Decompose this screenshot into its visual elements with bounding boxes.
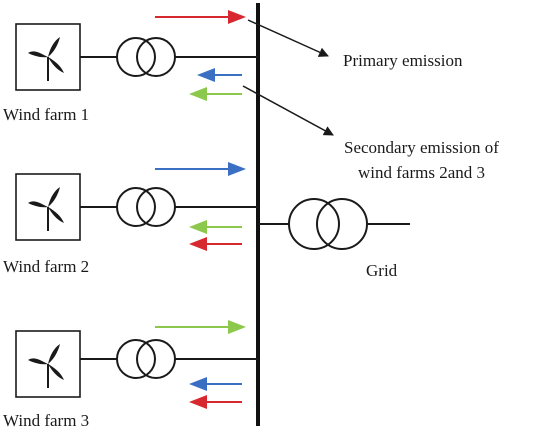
primary-emission-label: Primary emission: [343, 51, 463, 70]
transformer-icon: [116, 37, 176, 77]
wind-farm-2: Wind farm 2: [3, 162, 258, 276]
transformer-icon: [288, 198, 368, 250]
transformer-icon: [116, 339, 176, 379]
secondary-emission-pointer: [242, 85, 334, 136]
wind-turbine-icon: [28, 37, 64, 81]
secondary-emission-label-line2: wind farms 2and 3: [358, 163, 485, 182]
grid-label: Grid: [366, 261, 398, 280]
wind-farm-1-label: Wind farm 1: [3, 105, 89, 124]
wind-farm-2-label: Wind farm 2: [3, 257, 89, 276]
wind-farm-1: Wind farm 1: [3, 10, 258, 124]
primary-emission-pointer: [247, 19, 329, 57]
transformer-icon: [116, 187, 176, 227]
secondary-emission-label-line1: Secondary emission of: [344, 138, 499, 157]
wind-turbine-icon: [28, 187, 64, 231]
grid: Grid: [258, 198, 410, 280]
wind-farm-3-label: Wind farm 3: [3, 411, 89, 430]
wind-turbine-icon: [28, 344, 64, 388]
wind-farm-3: Wind farm 3: [3, 320, 258, 430]
